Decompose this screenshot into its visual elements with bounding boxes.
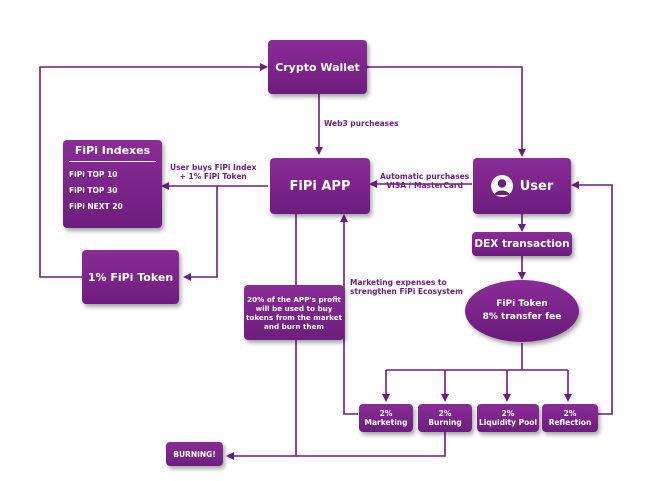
edge-token-to-wallet (39, 63, 268, 278)
web3-purchases-label: Web3 purcheases (324, 119, 399, 128)
fipi-token-node: FiPi Token 8% transfer fee (465, 280, 579, 342)
burning-end-label: BURNING! (173, 449, 216, 459)
reflection-pct: 2% (563, 409, 577, 418)
liquidity-pool-label: Liquidity Pool (478, 418, 538, 427)
marketing-node: 2% Marketing (359, 404, 413, 432)
liquidity-pool-node: 2% Liquidity Pool (477, 404, 539, 432)
dex-transaction-node: DEX transaction (472, 232, 572, 256)
profit-line: will be used to buy (255, 303, 333, 313)
marketing-expenses-line-2: strengthen FiPi Ecosystem (350, 287, 463, 296)
index-item: FiPi NEXT 20 (69, 202, 123, 211)
fipi-token-subtitle: 8% transfer fee (482, 312, 562, 322)
one-percent-token-label: 1% FiPi Token (87, 270, 174, 284)
user-buys-label: User buys FiPi Index + 1% FiPi Token (170, 163, 256, 181)
burning-label: Burning (428, 418, 462, 427)
profit-line: and burn them (264, 321, 324, 331)
marketing-label: Marketing (364, 418, 408, 427)
fipi-token-title: FiPi Token (496, 299, 548, 309)
edge-wallet-user (362, 63, 526, 157)
edge-app-to-token (183, 186, 218, 281)
user-buys-line-2: + 1% FiPi Token (179, 172, 247, 181)
edge-to-burning-end (226, 340, 297, 460)
crypto-wallet-node: Crypto Wallet (268, 40, 367, 94)
reflection-label: Reflection (548, 418, 592, 427)
fipi-app-node: FiPi APP (270, 158, 370, 214)
marketing-expenses-line-1: Marketing expenses to (350, 278, 447, 287)
fipi-indexes-node: FiPi Indexes FiPi TOP 10 FiPi TOP 30 FiP… (63, 140, 162, 228)
fipi-app-label: FiPi APP (289, 178, 351, 194)
burning-pct: 2% (438, 409, 452, 418)
index-item: FiPi TOP 10 (69, 170, 118, 179)
user-avatar-icon (490, 175, 513, 197)
edge-reflection-to-user (571, 181, 613, 415)
automatic-line-2: VISA / MasterCard (386, 181, 463, 190)
user-node: User (473, 158, 571, 214)
burning-node: 2% Burning (418, 404, 472, 432)
reflection-node: 2% Reflection (542, 404, 598, 432)
profit-burn-node: 20% of the APP's profit will be used to … (244, 285, 344, 340)
fipi-indexes-title: FiPi Indexes (69, 144, 156, 162)
burning-end-node: BURNING! (166, 442, 223, 466)
edge-marketing-to-app (340, 214, 358, 415)
liquidity-pool-pct: 2% (501, 409, 515, 418)
crypto-wallet-label: Crypto Wallet (275, 60, 360, 74)
profit-line: 20% of the APP's profit (247, 294, 341, 304)
automatic-line-1: Automatic purchases (380, 172, 470, 181)
automatic-purchases-label: Automatic purchases VISA / MasterCard (380, 172, 469, 190)
index-item: FiPi TOP 30 (69, 186, 118, 195)
marketing-pct: 2% (379, 409, 393, 418)
profit-line: tokens from the market (245, 312, 343, 322)
one-percent-token-node: 1% FiPi Token (82, 250, 179, 304)
user-label: User (519, 178, 554, 194)
user-buys-line-1: User buys FiPi Index (170, 163, 257, 172)
dex-transaction-label: DEX transaction (474, 238, 570, 250)
marketing-expenses-label: Marketing expenses to strengthen FiPi Ec… (350, 278, 463, 296)
